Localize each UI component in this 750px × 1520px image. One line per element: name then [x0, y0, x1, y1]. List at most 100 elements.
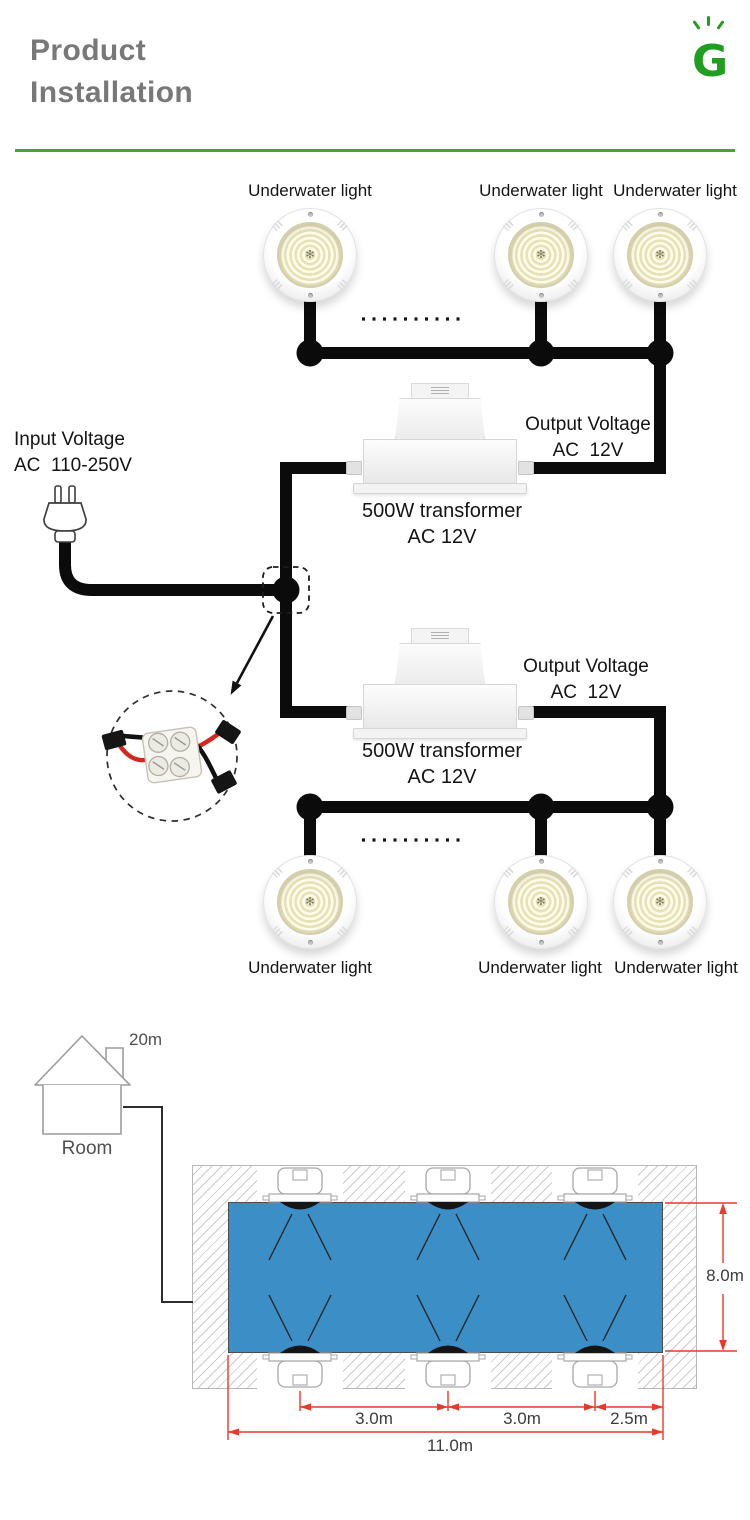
junction-dot: [646, 339, 674, 367]
cable-gland: [346, 461, 362, 475]
screw-icon: [657, 940, 663, 945]
junction-highlight-box: [262, 566, 310, 614]
transformer-spec-plate: [411, 383, 469, 399]
transformer-core-housing: [395, 643, 485, 685]
brand-logo: G: [688, 16, 730, 87]
label-pool-width: 8.0m: [706, 1266, 744, 1285]
screw-icon: [538, 293, 544, 298]
cable-gland: [518, 706, 534, 720]
led-face: [277, 222, 343, 288]
pool-light: [262, 1294, 338, 1388]
detail-arrow: [230, 615, 275, 695]
logo-ray-icon: [707, 16, 710, 26]
transformer-2: [346, 628, 534, 740]
cable-gland: [518, 461, 534, 475]
screw-icon: [538, 859, 544, 864]
page-title: Product Installation: [30, 30, 193, 114]
pool-light: [410, 1167, 486, 1261]
label-t2-output-value: AC 12V: [550, 682, 622, 703]
wire-t1-input: [280, 462, 353, 590]
junction-dot: [272, 576, 300, 604]
underwater-light-top-2: ✻: [494, 208, 588, 302]
led-face: [508, 222, 574, 288]
wire-t2-output: [527, 706, 666, 807]
room-to-pool-line: [123, 1106, 193, 1303]
label-total-length: 11.0m: [427, 1436, 473, 1455]
cable-gland: [346, 706, 362, 720]
header-divider: [15, 149, 735, 152]
led-face: [627, 869, 693, 935]
label-spacing-2: 3.0m: [503, 1409, 541, 1428]
led-logo-icon: ✻: [655, 249, 665, 262]
underwater-light-top-3: ✻: [613, 208, 707, 302]
screw-icon: [307, 940, 313, 945]
label-input-voltage: Input Voltage: [14, 429, 125, 450]
pool-light: [557, 1294, 633, 1388]
led-face: [508, 869, 574, 935]
transformer-body: [363, 439, 517, 484]
page-title-line2: Installation: [30, 76, 194, 109]
label-underwater-bottom-1: Underwater light: [248, 958, 372, 977]
screw-icon: [307, 293, 313, 298]
transformer-mount-flange: [353, 483, 527, 494]
underwater-light-bottom-3: ✻: [613, 855, 707, 949]
pool-lights: [262, 1167, 633, 1388]
led-logo-icon: ✻: [655, 896, 665, 909]
wire-t2-input: [280, 590, 353, 718]
wire-mains: [59, 541, 286, 596]
junction-dot: [296, 339, 324, 367]
label-t1-output-value: AC 12V: [552, 440, 624, 461]
screw-icon: [538, 940, 544, 945]
label-t1-voltage: AC 12V: [407, 526, 477, 548]
label-t1-name: 500W transformer: [361, 500, 523, 522]
label-t2-output-voltage: Output Voltage: [523, 656, 649, 677]
pool-light: [557, 1167, 633, 1261]
junction-dots: [272, 339, 674, 821]
underwater-light-top-1: ✻: [263, 208, 357, 302]
label-underwater-top-1: Underwater light: [248, 181, 372, 200]
pool-light: [410, 1294, 486, 1388]
screw-icon: [657, 212, 663, 217]
screw-icon: [657, 859, 663, 864]
screw-icon: [538, 212, 544, 217]
screw-icon: [307, 212, 313, 217]
connector-detail: [101, 690, 241, 822]
cable-lug: [101, 729, 127, 751]
pool-light: [262, 1167, 338, 1261]
label-room: Room: [61, 1138, 113, 1159]
transformer-1: [346, 383, 534, 495]
led-logo-icon: ✻: [305, 249, 315, 262]
cable-lug: [215, 720, 241, 744]
label-spacing-1: 3.0m: [355, 1409, 393, 1428]
house-icon: [34, 1035, 131, 1135]
label-underwater-top-2: Underwater light: [479, 181, 603, 200]
plug-icon: [43, 485, 87, 543]
circuit-wires: [59, 298, 666, 860]
transformer-core-housing: [395, 398, 485, 440]
label-underwater-top-3: Underwater light: [613, 181, 737, 200]
spec-text-lines: [431, 387, 449, 395]
led-logo-icon: ✻: [305, 896, 315, 909]
logo-letter: G: [692, 36, 729, 87]
screw-icon: [657, 293, 663, 298]
led-logo-icon: ✻: [536, 249, 546, 262]
wire-t1-output: [527, 353, 666, 474]
led-face: [627, 222, 693, 288]
junction-dot: [527, 793, 555, 821]
underwater-light-bottom-1: ✻: [263, 855, 357, 949]
label-t1-output-voltage: Output Voltage: [525, 414, 651, 435]
label-spacing-3: 2.5m: [610, 1409, 648, 1428]
junction-dot: [527, 339, 555, 367]
led-logo-icon: ✻: [536, 896, 546, 909]
dimension-lines: [227, 1202, 737, 1440]
label-underwater-bottom-3: Underwater light: [614, 958, 738, 977]
label-underwater-bottom-2: Underwater light: [478, 958, 602, 977]
label-t2-name: 500W transformer: [361, 740, 523, 762]
underwater-light-bottom-2: ✻: [494, 855, 588, 949]
junction-dot: [296, 793, 324, 821]
transformer-body: [363, 684, 517, 729]
screw-icon: [307, 859, 313, 864]
page-title-line1: Product: [30, 34, 147, 67]
label-t2-voltage: AC 12V: [407, 766, 477, 788]
